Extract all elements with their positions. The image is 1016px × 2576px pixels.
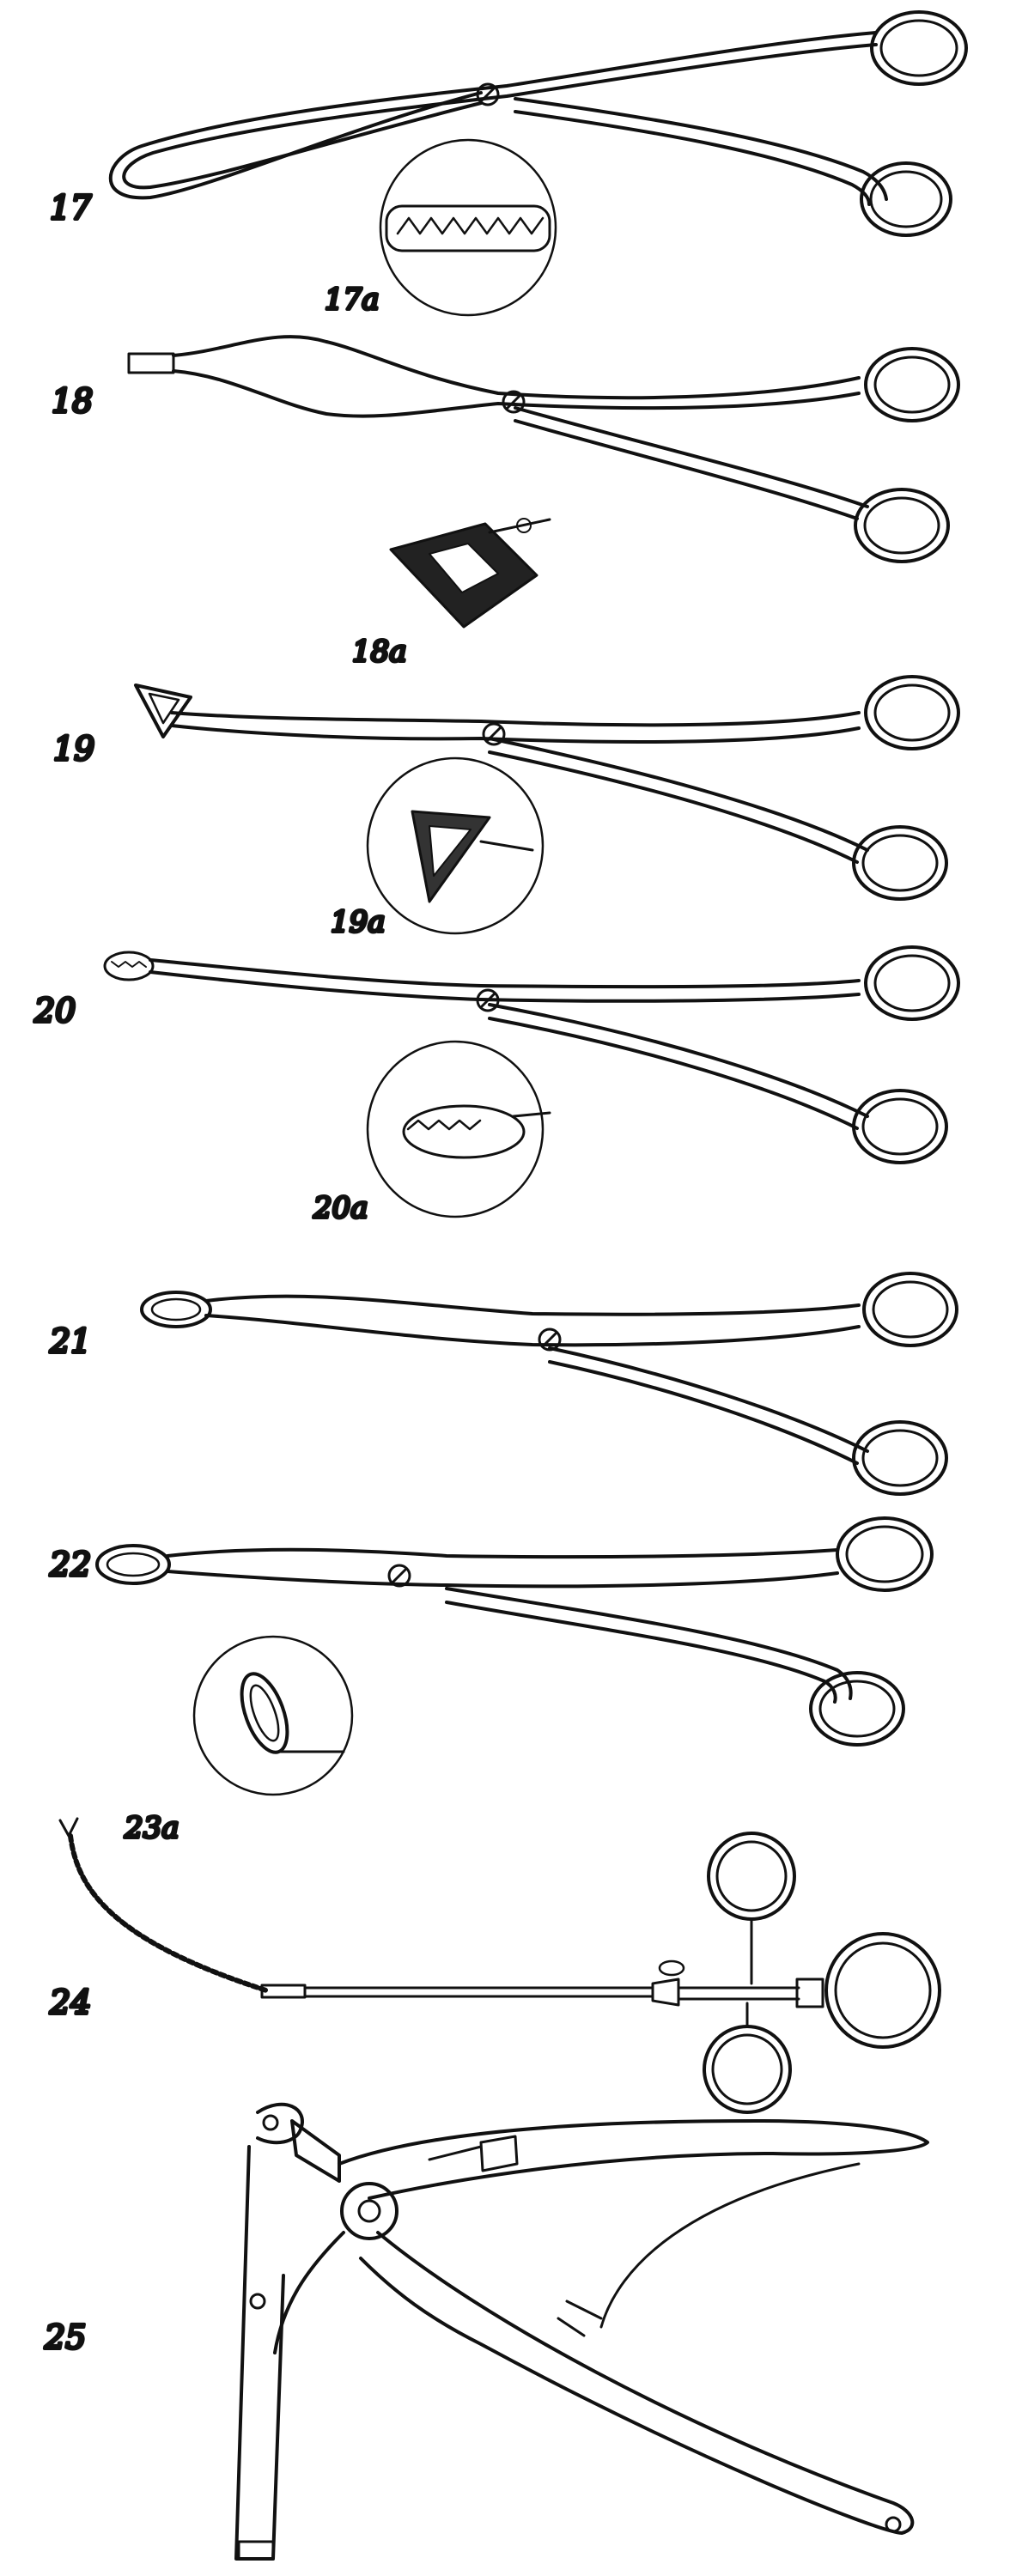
instrument-21 <box>140 1272 958 1496</box>
figure-number-22: 22 <box>49 1546 91 1583</box>
detail-label-23a: 23a <box>124 1811 179 1845</box>
figure-number-21: 21 <box>49 1322 91 1360</box>
figure-number-24: 24 <box>49 1984 91 2021</box>
instrument-20 <box>103 945 960 1164</box>
instrument-18 <box>127 335 960 563</box>
detail-label-17a: 17a <box>325 283 380 317</box>
figure-number-17: 17 <box>50 189 92 227</box>
detail-17a <box>379 138 557 317</box>
figure-number-25: 25 <box>44 2318 86 2356</box>
detail-label-18a: 18a <box>352 635 407 669</box>
detail-label-19a: 19a <box>331 905 386 939</box>
instrument-19 <box>134 675 960 901</box>
figure-number-20: 20 <box>33 992 76 1030</box>
detail-19a <box>366 756 545 935</box>
detail-label-20a: 20a <box>313 1191 368 1225</box>
instrument-24 <box>58 1817 941 2114</box>
instrument-17 <box>108 10 968 237</box>
detail-20a <box>366 1040 551 1218</box>
instrument-22 <box>95 1516 934 1747</box>
figure-number-18: 18 <box>52 382 93 420</box>
instrument-25 <box>234 2102 929 2561</box>
detail-23a <box>192 1635 354 1796</box>
detail-18a <box>389 518 551 629</box>
figure-number-19: 19 <box>53 730 94 768</box>
